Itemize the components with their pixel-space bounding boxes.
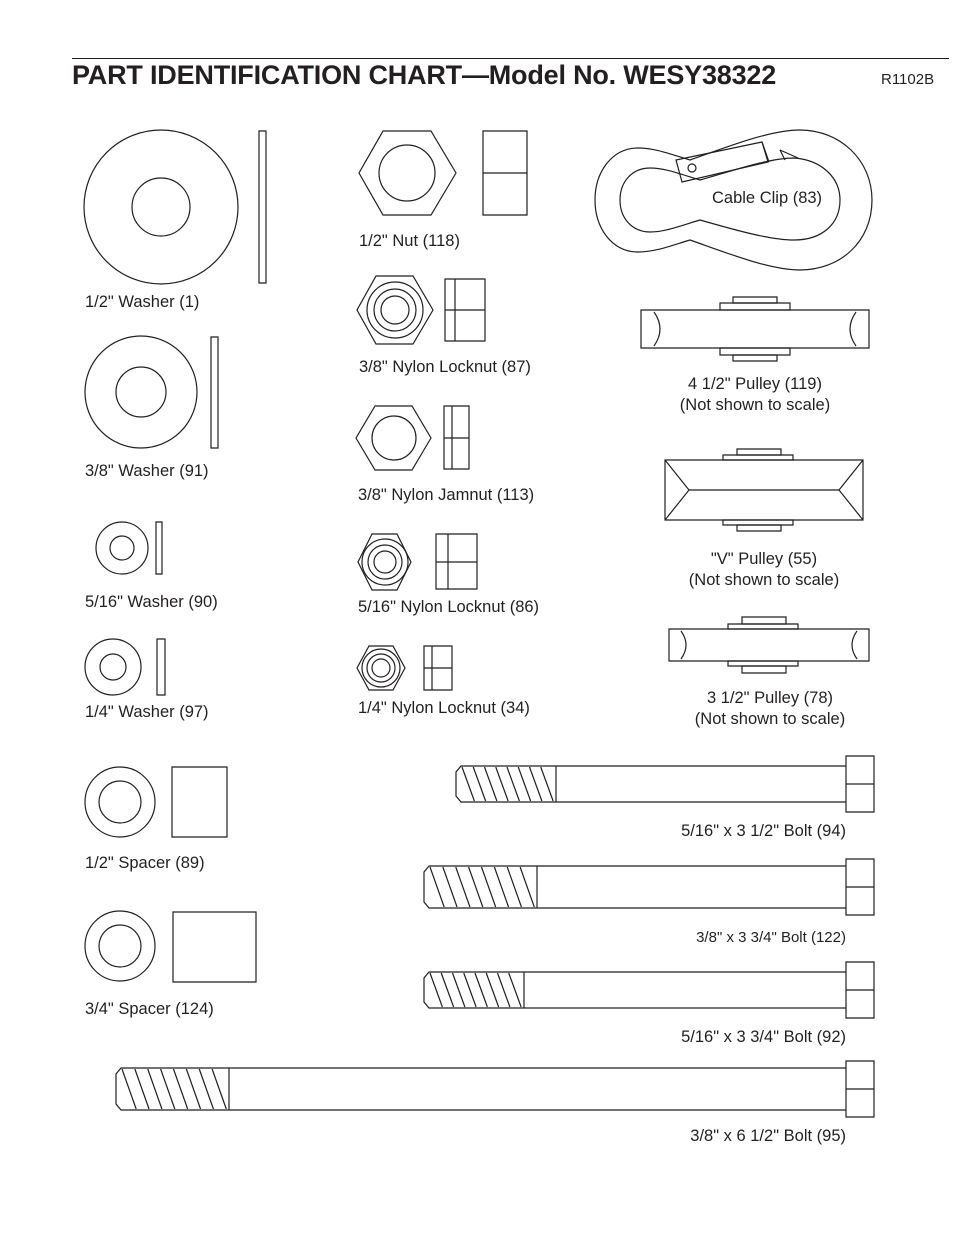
label-locknut-3-8: 3/8" Nylon Locknut (87) xyxy=(359,358,531,376)
bolts-drawing xyxy=(116,756,874,1117)
label-bolt-5-16-x-3-5: 5/16" x 3 1/2" Bolt (94) xyxy=(681,822,846,840)
cable-clip-drawing xyxy=(595,130,872,270)
bolt-thread-line xyxy=(518,767,530,801)
label-pulley-v: "V" Pulley (55) (Not shown to scale) xyxy=(664,549,864,591)
bolt-thread-line xyxy=(430,973,442,1007)
bolt-shank xyxy=(424,866,846,908)
bolt-thread-line xyxy=(464,973,476,1007)
label-spacer-half: 1/2" Spacer (89) xyxy=(85,854,205,872)
pulley-v-drawing xyxy=(665,449,863,531)
bolt-thread-line xyxy=(199,1069,213,1109)
label-washer-half: 1/2" Washer (1) xyxy=(85,293,200,311)
bolt-3-8-x-6-5-drawing xyxy=(116,1061,874,1117)
bolt-thread-line xyxy=(441,973,453,1007)
label-bolt-3-8-x-3-75: 3/8" x 3 3/4" Bolt (122) xyxy=(696,929,846,946)
label-nut-half: 1/2" Nut (118) xyxy=(359,232,460,250)
bolt-thread-line xyxy=(475,973,487,1007)
nut-half-drawing xyxy=(359,131,527,215)
bolt-thread-line xyxy=(494,867,508,907)
bolt-thread-line xyxy=(453,973,465,1007)
bolt-thread-line xyxy=(469,867,483,907)
label-cable-clip: Cable Clip (83) xyxy=(712,189,823,207)
locknut-1-4-drawing xyxy=(357,646,452,690)
spacer-half-drawing xyxy=(85,767,227,837)
label-pulley-4-5-name: 4 1/2" Pulley (119) xyxy=(688,375,822,393)
label-washer-1-4: 1/4" Washer (97) xyxy=(85,703,209,721)
page-title: PART IDENTIFICATION CHART—Model No. WESY… xyxy=(72,60,777,90)
label-pulley-4-5-note: (Not shown to scale) xyxy=(679,396,831,414)
label-locknut-5-16: 5/16" Nylon Locknut (86) xyxy=(358,598,540,616)
label-pulley-3-5: 3 1/2" Pulley (78) (Not shown to scale) xyxy=(670,688,870,730)
bolt-thread-line xyxy=(485,767,497,801)
locknut-3-8-drawing xyxy=(357,276,485,344)
label-locknut-1-4: 1/4" Nylon Locknut (34) xyxy=(358,699,530,717)
washer-1-4-drawing xyxy=(85,639,165,695)
bolt-thread-line xyxy=(174,1069,188,1109)
bolt-shank xyxy=(424,972,846,1008)
bolt-shank xyxy=(456,766,846,802)
bolt-thread-line xyxy=(443,867,457,907)
washer-5-16-drawing xyxy=(96,522,162,574)
label-jamnut-3-8: 3/8" Nylon Jamnut (113) xyxy=(358,486,535,504)
bolt-thread-line xyxy=(462,767,474,801)
bolt-thread-line xyxy=(161,1069,175,1109)
bolt-thread-line xyxy=(482,867,496,907)
bolt-thread-line xyxy=(507,767,519,801)
bolt-thread-line xyxy=(148,1069,162,1109)
label-bolt-3-8-x-6-5: 3/8" x 6 1/2" Bolt (95) xyxy=(690,1127,846,1145)
bolt-5-16-x-3-75-drawing xyxy=(424,962,874,1018)
washer-half-drawing xyxy=(84,130,266,284)
spacer-3-4-drawing xyxy=(85,911,256,982)
bolt-thread-line xyxy=(122,1069,136,1109)
bolt-thread-line xyxy=(509,973,521,1007)
label-washer-3-8: 3/8" Washer (91) xyxy=(85,462,209,480)
bolt-thread-line xyxy=(496,767,508,801)
bolt-thread-line xyxy=(507,867,521,907)
pulley-4-5-drawing xyxy=(641,297,869,361)
bolt-thread-line xyxy=(486,973,498,1007)
bolt-5-16-x-3-5-drawing xyxy=(456,756,874,812)
label-pulley-4-5: 4 1/2" Pulley (119) (Not shown to scale) xyxy=(655,374,855,416)
label-pulley-3-5-note: (Not shown to scale) xyxy=(694,710,846,728)
bolt-thread-line xyxy=(430,867,444,907)
label-bolt-5-16-x-3-75: 5/16" x 3 3/4" Bolt (92) xyxy=(681,1028,846,1046)
bolt-thread-line xyxy=(530,767,542,801)
bolt-thread-line xyxy=(541,767,553,801)
label-pulley-v-note: (Not shown to scale) xyxy=(688,571,840,589)
bolt-shank xyxy=(116,1068,846,1110)
bolt-thread-line xyxy=(473,767,485,801)
bolt-thread-line xyxy=(520,867,534,907)
bolt-thread-line xyxy=(212,1069,226,1109)
label-spacer-3-4: 3/4" Spacer (124) xyxy=(85,1000,214,1018)
label-washer-5-16: 5/16" Washer (90) xyxy=(85,593,218,611)
header-rule xyxy=(72,58,949,59)
label-pulley-3-5-name: 3 1/2" Pulley (78) xyxy=(706,689,833,707)
bolt-thread-line xyxy=(186,1069,200,1109)
bolt-thread-line xyxy=(456,867,470,907)
bolt-3-8-x-3-75-drawing xyxy=(424,859,874,915)
document-code: R1102B xyxy=(881,71,935,88)
bolt-thread-line xyxy=(498,973,510,1007)
jamnut-3-8-drawing xyxy=(356,406,469,470)
pulley-3-5-drawing xyxy=(669,617,869,673)
bolt-thread-line xyxy=(135,1069,149,1109)
label-pulley-v-name: "V" Pulley (55) xyxy=(710,550,818,568)
locknut-5-16-drawing xyxy=(358,534,477,590)
washer-3-8-drawing xyxy=(85,336,218,448)
